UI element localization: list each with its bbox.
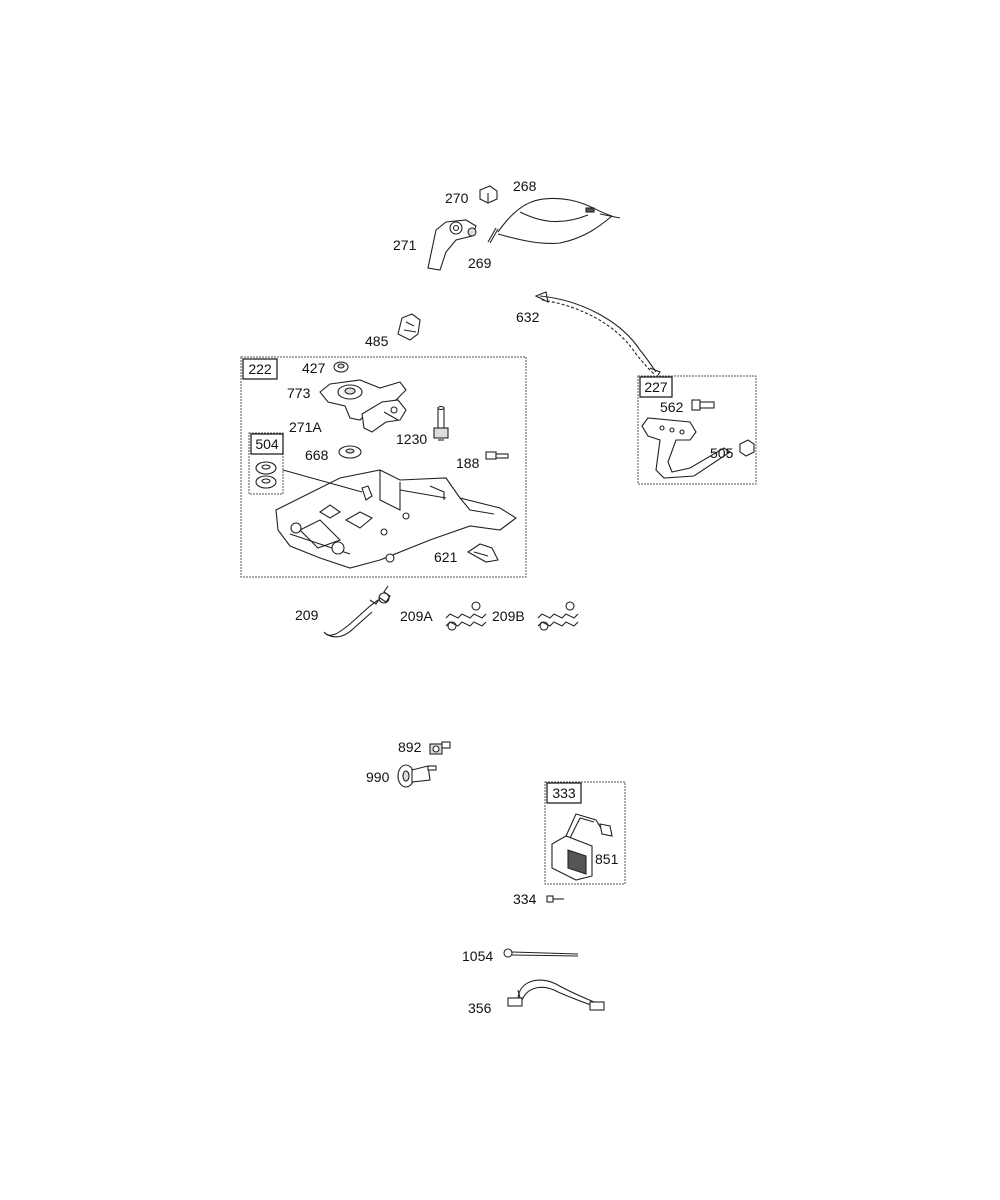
control-bracket-plate bbox=[275, 469, 517, 569]
part-668-washer bbox=[338, 445, 362, 459]
part-209b-spring bbox=[537, 601, 579, 631]
callout-334: 334 bbox=[513, 891, 537, 907]
part-1054-cable-tie bbox=[503, 948, 579, 958]
part-632-cable bbox=[534, 291, 661, 379]
part-271-throttle-lever bbox=[427, 219, 477, 271]
part-562-bolt bbox=[691, 399, 715, 411]
part-485-clip bbox=[397, 313, 421, 341]
part-505-nut bbox=[739, 439, 755, 457]
callout-271a: 271A bbox=[289, 419, 322, 435]
callout-632: 632 bbox=[516, 309, 540, 325]
group-tag-227: 227 bbox=[639, 376, 673, 398]
group-box-504 bbox=[248, 432, 284, 495]
callout-188: 188 bbox=[456, 455, 480, 471]
part-773-control-plate bbox=[319, 379, 407, 421]
part-990-key bbox=[397, 764, 437, 788]
part-188-screw bbox=[485, 451, 509, 460]
group-tag-504: 504 bbox=[250, 433, 284, 455]
callout-333: 333 bbox=[552, 785, 576, 801]
part-270-nut bbox=[479, 185, 498, 204]
part-504-washers bbox=[255, 461, 277, 489]
part-1230-bolt bbox=[433, 405, 449, 441]
callout-621: 621 bbox=[434, 549, 458, 565]
part-334-screw bbox=[546, 895, 564, 903]
part-892-switch bbox=[429, 741, 451, 755]
callout-1230: 1230 bbox=[396, 431, 427, 447]
part-268-cable bbox=[497, 197, 621, 244]
part-271a-lever bbox=[361, 399, 407, 433]
part-269-pin bbox=[487, 227, 499, 244]
callout-268: 268 bbox=[513, 178, 537, 194]
callout-209b: 209B bbox=[492, 608, 525, 624]
group-box-227 bbox=[637, 375, 757, 485]
callout-505: 505 bbox=[710, 445, 734, 461]
part-356-ground-wire bbox=[507, 979, 605, 1011]
callout-562: 562 bbox=[660, 399, 684, 415]
callout-209: 209 bbox=[295, 607, 319, 623]
callout-427: 427 bbox=[302, 360, 326, 376]
callout-209a: 209A bbox=[400, 608, 433, 624]
group-tag-333: 333 bbox=[546, 782, 582, 804]
group-tag-222: 222 bbox=[242, 358, 278, 380]
callout-269: 269 bbox=[468, 255, 492, 271]
part-621-clip bbox=[466, 543, 499, 563]
callout-1054: 1054 bbox=[462, 948, 493, 964]
part-333-armature bbox=[551, 813, 603, 881]
part-209-spring bbox=[323, 585, 391, 638]
callout-227: 227 bbox=[644, 379, 668, 395]
group-box-222 bbox=[240, 356, 527, 578]
callout-222: 222 bbox=[248, 361, 272, 377]
callout-851: 851 bbox=[595, 851, 619, 867]
callout-356: 356 bbox=[468, 1000, 492, 1016]
part-209a-spring bbox=[445, 601, 487, 631]
callout-990: 990 bbox=[366, 769, 390, 785]
part-851-terminal bbox=[599, 823, 613, 837]
callout-773: 773 bbox=[287, 385, 311, 401]
group-box-333 bbox=[544, 781, 626, 885]
callout-271: 271 bbox=[393, 237, 417, 253]
callout-668: 668 bbox=[305, 447, 329, 463]
callout-270: 270 bbox=[445, 190, 469, 206]
part-227-lever-bracket bbox=[641, 417, 731, 479]
callout-892: 892 bbox=[398, 739, 422, 755]
callout-504: 504 bbox=[255, 436, 279, 452]
part-427-nut bbox=[333, 361, 349, 373]
callout-485: 485 bbox=[365, 333, 389, 349]
